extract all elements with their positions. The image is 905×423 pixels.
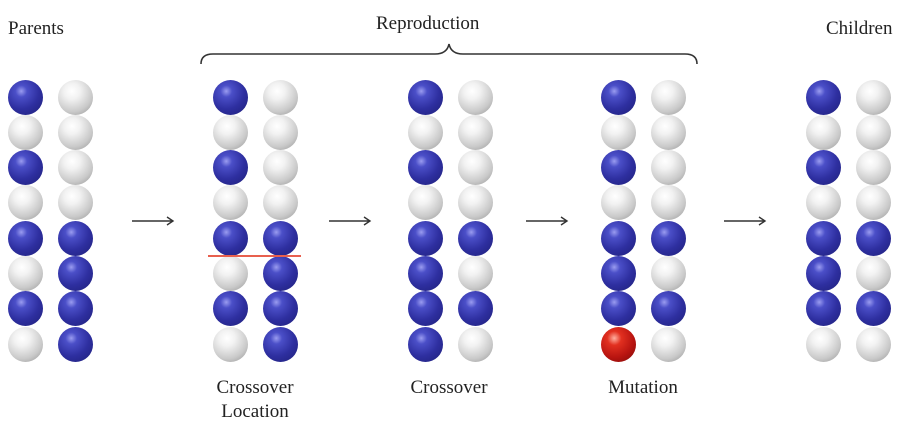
reproduction-label: Reproduction <box>376 13 480 34</box>
crossover-location-ball-blue <box>262 291 298 327</box>
children-ball-blue <box>805 256 841 291</box>
parents-ball-white <box>57 79 93 115</box>
parents-ball-blue <box>57 291 93 327</box>
crossover-location-label: Crossover Location <box>200 376 310 423</box>
children-ball-blue <box>855 220 891 256</box>
children-ball-white <box>855 326 891 362</box>
crossover-ball-white <box>407 185 443 221</box>
crossover-location-ball-blue <box>212 220 248 256</box>
crossover-location-ball-white <box>262 114 298 150</box>
mutation-ball-blue <box>600 150 636 186</box>
crossover-location-ball-white <box>212 326 248 362</box>
mutation-ball-white <box>650 326 686 362</box>
arrow-icon <box>724 216 767 226</box>
crossover-ball-blue <box>407 150 443 186</box>
crossover-location-ball-white <box>262 79 298 115</box>
mutation-ball-blue <box>650 291 686 327</box>
children-ball-white <box>855 114 891 150</box>
parents-label: Parents <box>8 18 64 39</box>
parents-ball-blue <box>57 220 93 256</box>
parents-ball-blue <box>57 326 93 362</box>
children-ball-blue <box>805 220 841 256</box>
crossover-ball-blue <box>407 256 443 291</box>
parents-ball-white <box>57 114 93 150</box>
arrow-icon <box>132 216 175 226</box>
children-ball-white <box>855 150 891 186</box>
mutation-ball-blue <box>600 256 636 291</box>
crossover-location-ball-blue <box>212 150 248 186</box>
crossover-cut-line <box>208 255 301 257</box>
crossover-ball-blue <box>407 326 443 362</box>
children-ball-white <box>855 256 891 291</box>
crossover-ball-white <box>457 114 493 150</box>
parents-ball-white <box>7 185 43 221</box>
crossover-location-label-line1: Crossover <box>216 377 294 398</box>
parents-ball-white <box>57 185 93 221</box>
parents-ball-blue <box>7 291 43 327</box>
mutation-ball-blue <box>600 291 636 327</box>
crossover-ball-white <box>457 256 493 291</box>
crossover-location-ball-blue <box>262 256 298 291</box>
children-ball-white <box>805 326 841 362</box>
mutation-ball-white <box>600 185 636 221</box>
crossover-location-ball-blue <box>212 291 248 327</box>
parents-ball-blue <box>57 256 93 291</box>
crossover-location-ball-blue <box>262 326 298 362</box>
crossover-ball-white <box>407 114 443 150</box>
mutation-ball-white <box>650 256 686 291</box>
children-ball-blue <box>805 150 841 186</box>
crossover-location-ball-white <box>262 150 298 186</box>
mutation-ball-white <box>650 150 686 186</box>
crossover-location-ball-white <box>212 185 248 221</box>
crossover-location-ball-white <box>262 185 298 221</box>
mutation-ball-blue <box>600 220 636 256</box>
mutation-ball-white <box>600 114 636 150</box>
reproduction-brace <box>200 43 698 65</box>
children-ball-blue <box>855 291 891 327</box>
mutation-ball-blue <box>650 220 686 256</box>
mutation-ball-white <box>650 114 686 150</box>
mutation-ball-red <box>600 326 636 362</box>
mutation-ball-white <box>650 185 686 221</box>
children-ball-blue <box>805 291 841 327</box>
arrow-icon <box>329 216 372 226</box>
crossover-location-ball-white <box>212 256 248 291</box>
crossover-location-ball-blue <box>262 220 298 256</box>
crossover-location-label-line2: Location <box>221 401 289 422</box>
crossover-ball-blue <box>407 220 443 256</box>
crossover-ball-white <box>457 185 493 221</box>
crossover-ball-blue <box>407 291 443 327</box>
parents-ball-blue <box>7 150 43 186</box>
crossover-location-ball-blue <box>212 79 248 115</box>
parents-ball-white <box>7 256 43 291</box>
crossover-ball-blue <box>407 79 443 115</box>
parents-ball-blue <box>7 220 43 256</box>
crossover-ball-blue <box>457 220 493 256</box>
children-ball-blue <box>805 79 841 115</box>
parents-ball-blue <box>7 79 43 115</box>
children-ball-white <box>805 114 841 150</box>
children-ball-white <box>805 185 841 221</box>
crossover-ball-blue <box>457 291 493 327</box>
parents-ball-white <box>57 150 93 186</box>
crossover-location-ball-white <box>212 114 248 150</box>
parents-ball-white <box>7 114 43 150</box>
children-ball-white <box>855 185 891 221</box>
parents-ball-white <box>7 326 43 362</box>
children-label: Children <box>826 18 893 39</box>
mutation-label: Mutation <box>608 377 678 398</box>
crossover-ball-white <box>457 79 493 115</box>
crossover-ball-white <box>457 326 493 362</box>
crossover-label: Crossover <box>410 377 488 398</box>
children-ball-white <box>855 79 891 115</box>
crossover-ball-white <box>457 150 493 186</box>
mutation-ball-blue <box>600 79 636 115</box>
arrow-icon <box>526 216 569 226</box>
mutation-ball-white <box>650 79 686 115</box>
